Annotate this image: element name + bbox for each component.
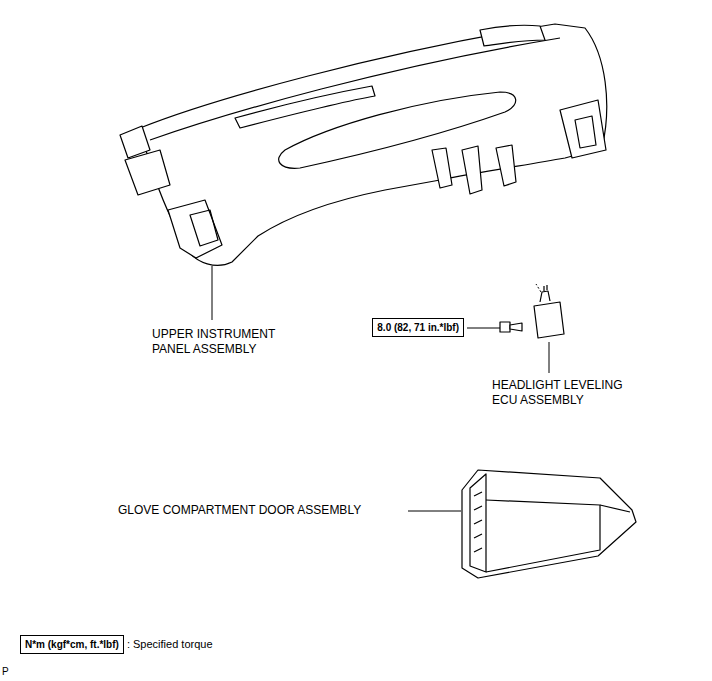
part-name: HEADLIGHT LEVELING ECU ASSEMBLY bbox=[492, 378, 640, 408]
part-name: UPPER INSTRUMENT PANEL ASSEMBLY bbox=[152, 327, 284, 357]
legend-text: : Specified torque bbox=[127, 637, 213, 652]
page-code: P bbox=[2, 664, 22, 679]
torque-legend-box: N*m (kgf*cm, ft.*lbf) bbox=[20, 635, 124, 654]
torque-value: N*m (kgf*cm, ft.*lbf) bbox=[25, 639, 119, 650]
torque-spec-box: 8.0 (82, 71 in.*lbf) bbox=[372, 318, 464, 337]
torque-value: 8.0 (82, 71 in.*lbf) bbox=[377, 322, 459, 333]
part-name: GLOVE COMPARTMENT DOOR ASSEMBLY bbox=[118, 503, 404, 518]
